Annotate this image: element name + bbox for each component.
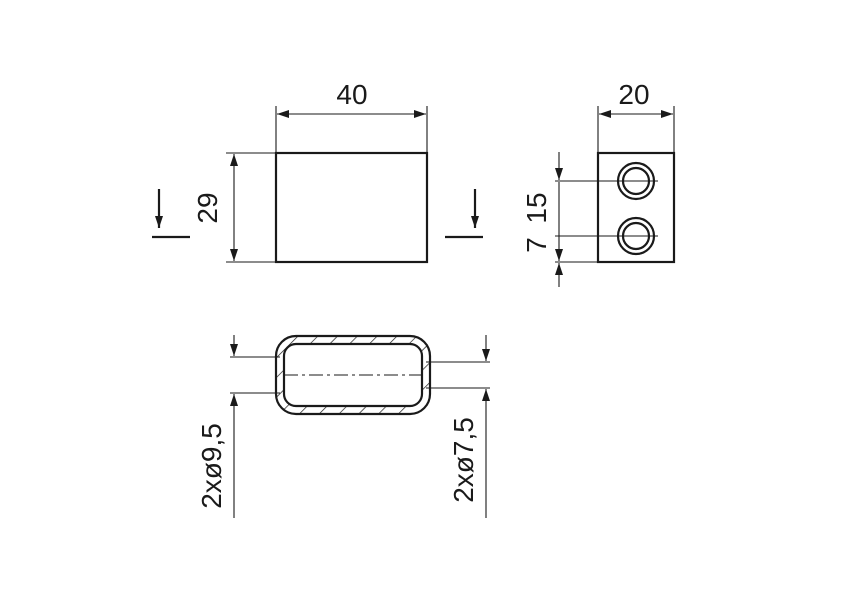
front-view-body	[274, 151, 429, 264]
side-hole-offset-label: 7	[521, 237, 552, 253]
inner-diameter-label: 2xø7,5	[448, 417, 479, 503]
side-view: 20 15 7	[521, 79, 676, 287]
section-arrow-left	[152, 189, 190, 239]
section-arrow-right	[445, 189, 483, 239]
outer-diameter-label: 2xø9,5	[196, 423, 227, 509]
side-view-body	[596, 151, 676, 264]
section-outer-contour	[274, 334, 432, 416]
front-height-label: 29	[192, 192, 223, 223]
side-hole-spacing-label: 15	[521, 192, 552, 223]
side-width-label: 20	[618, 79, 649, 110]
section-view: 2xø9,5 2xø7,5	[196, 334, 490, 518]
front-view: 40 29	[192, 79, 429, 264]
front-width-label: 40	[336, 79, 367, 110]
